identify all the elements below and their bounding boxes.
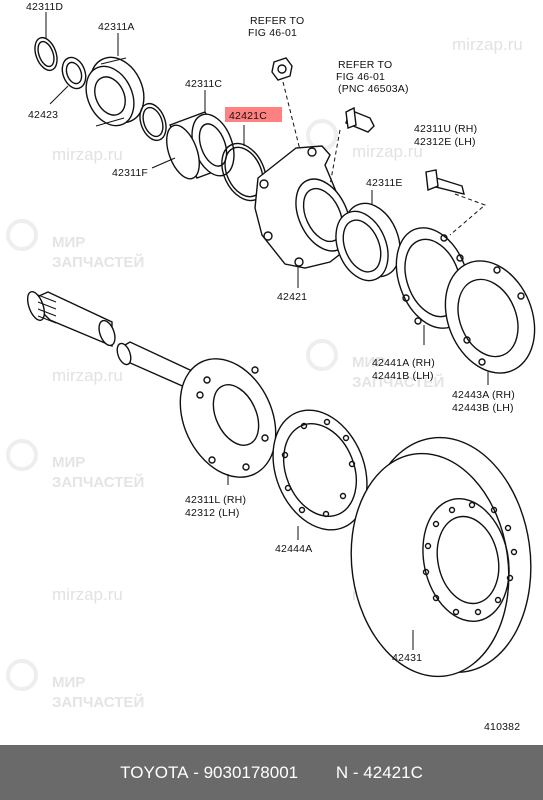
watermark-brand-top: МИР (52, 674, 85, 691)
part-42311L-axle-flange (179, 358, 277, 478)
footer-bar: TOYOTA - 9030178001 N - 42421C (0, 745, 543, 800)
label-fig-a: FIG 46-01 (248, 27, 297, 39)
part-42311C-bearing (166, 111, 235, 180)
watermark-brand-top: МИР (52, 234, 85, 251)
label-42312E: 42312E (LH) (414, 136, 476, 148)
label-42311A: 42311A (98, 21, 135, 33)
label-42423: 42423 (28, 109, 58, 121)
label-42311L: 42311L (RH) (185, 494, 246, 506)
label-42443A: 42443A (RH) (452, 389, 515, 401)
part-42443A-backing-plate (444, 260, 536, 374)
label-42311C: 42311C (185, 78, 222, 90)
part-42311D-snap-ring (34, 36, 58, 72)
footer-brand: TOYOTA (120, 762, 189, 782)
watermark-brand-bottom: ЗАПЧАСТЕЙ (52, 473, 144, 491)
figure-number: 410382 (484, 721, 520, 733)
label-42312: 42312 (LH) (185, 507, 240, 519)
footer-part-number: 9030178001 (203, 762, 299, 782)
part-42431-brake-disc (350, 436, 532, 678)
label-42421C: 42421C (229, 110, 267, 122)
part-42444A-gasket (272, 409, 368, 531)
label-refer-to-a: REFER TO (250, 15, 304, 27)
label-refer-to-b: REFER TO (338, 59, 392, 71)
label-42441A: 42441A (RH) (372, 357, 435, 369)
dash-hub-bolt (449, 193, 486, 236)
label-42311F: 42311F (112, 167, 148, 179)
label-42311D: 42311D (26, 1, 63, 13)
watermark-brand-bottom: ЗАПЧАСТЕЙ (52, 253, 144, 271)
watermark-brand-bottom: ЗАПЧАСТЕЙ (52, 693, 144, 711)
label-42441B: 42441B (LH) (372, 370, 434, 382)
part-42311E-seal (335, 202, 401, 282)
dash-bolt (329, 129, 341, 186)
highlight-box (225, 107, 282, 122)
label-42443B: 42443B (LH) (452, 402, 514, 414)
watermark-site: mirzap.ru (52, 585, 123, 604)
dash-nut (282, 81, 301, 151)
watermark-brand-top: МИР (352, 354, 385, 371)
part-42311A-retainer (85, 56, 145, 127)
part-axle-shaft (26, 291, 198, 394)
part-42311F-ring (139, 102, 167, 142)
footer-separator: - (188, 762, 204, 782)
watermark-site: mirzap.ru (352, 142, 423, 161)
part-42423-oil-seal (61, 56, 87, 90)
label-fig-b: FIG 46-01 (336, 71, 385, 83)
part-nut (271, 57, 293, 81)
label-42311E: 42311E (366, 177, 403, 189)
footer-position: N - 42421C (335, 762, 423, 782)
part-42311U-hub-bolt (425, 169, 465, 195)
label-pnc: (PNC 46503A) (338, 83, 409, 95)
leader-lines (45, 12, 489, 650)
watermark-brand-top: МИР (52, 454, 85, 471)
watermark-site: mirzap.ru (52, 366, 123, 385)
label-42431: 42431 (392, 652, 422, 664)
watermark-site: mirzap.ru (52, 145, 123, 164)
label-42311U: 42311U (RH) (414, 123, 477, 135)
part-bolt-46503a (345, 106, 375, 133)
label-42421: 42421 (277, 291, 307, 303)
watermark-site: mirzap.ru (452, 35, 523, 54)
parts-diagram: МИР ЗАПЧАСТЕЙ МИР ЗАПЧАСТЕЙ МИР ЗАПЧАСТЕ… (6, 1, 536, 733)
footer-gap (298, 763, 336, 783)
watermark-logo-icon (6, 119, 338, 691)
watermark-brand-bottom: ЗАПЧАСТЕЙ (352, 373, 444, 391)
label-42444A: 42444A (275, 543, 312, 555)
